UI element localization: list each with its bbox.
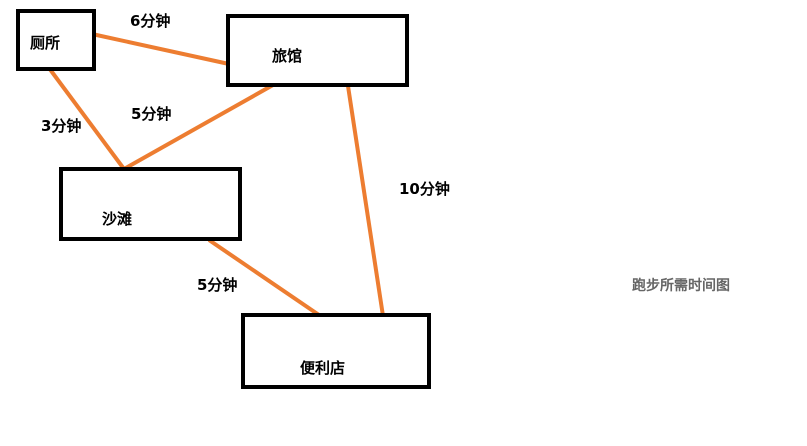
edge-label-beach-store: 5分钟: [197, 276, 237, 294]
diagram-caption: 跑步所需时间图: [632, 277, 730, 294]
node-toilet-box: [16, 9, 96, 71]
edge-label-toilet-hotel: 6分钟: [130, 12, 170, 30]
node-hotel-box: [226, 14, 409, 87]
edge-hotel-beach: [123, 83, 274, 171]
edge-toilet-hotel: [91, 32, 230, 66]
edge-label-toilet-beach: 3分钟: [41, 117, 81, 135]
edge-toilet-beach: [47, 66, 126, 171]
edge-beach-store: [207, 238, 321, 317]
edge-label-hotel-store: 10分钟: [399, 180, 450, 198]
node-hotel: 旅馆: [226, 14, 409, 87]
node-toilet: 厕所: [16, 9, 96, 71]
edge-labels: 6分钟 3分钟 5分钟 10分钟 5分钟: [41, 12, 450, 294]
node-beach-label: 沙滩: [102, 210, 132, 228]
edges: [47, 32, 385, 317]
node-store: 便利店: [241, 313, 431, 389]
edge-label-hotel-beach: 5分钟: [131, 105, 171, 123]
node-hotel-label: 旅馆: [272, 47, 302, 65]
node-store-label: 便利店: [300, 359, 345, 377]
node-beach: 沙滩: [59, 167, 242, 241]
node-store-box: [241, 313, 431, 389]
node-toilet-label: 厕所: [30, 34, 60, 52]
edge-hotel-store: [346, 85, 385, 317]
node-beach-box: [59, 167, 242, 241]
